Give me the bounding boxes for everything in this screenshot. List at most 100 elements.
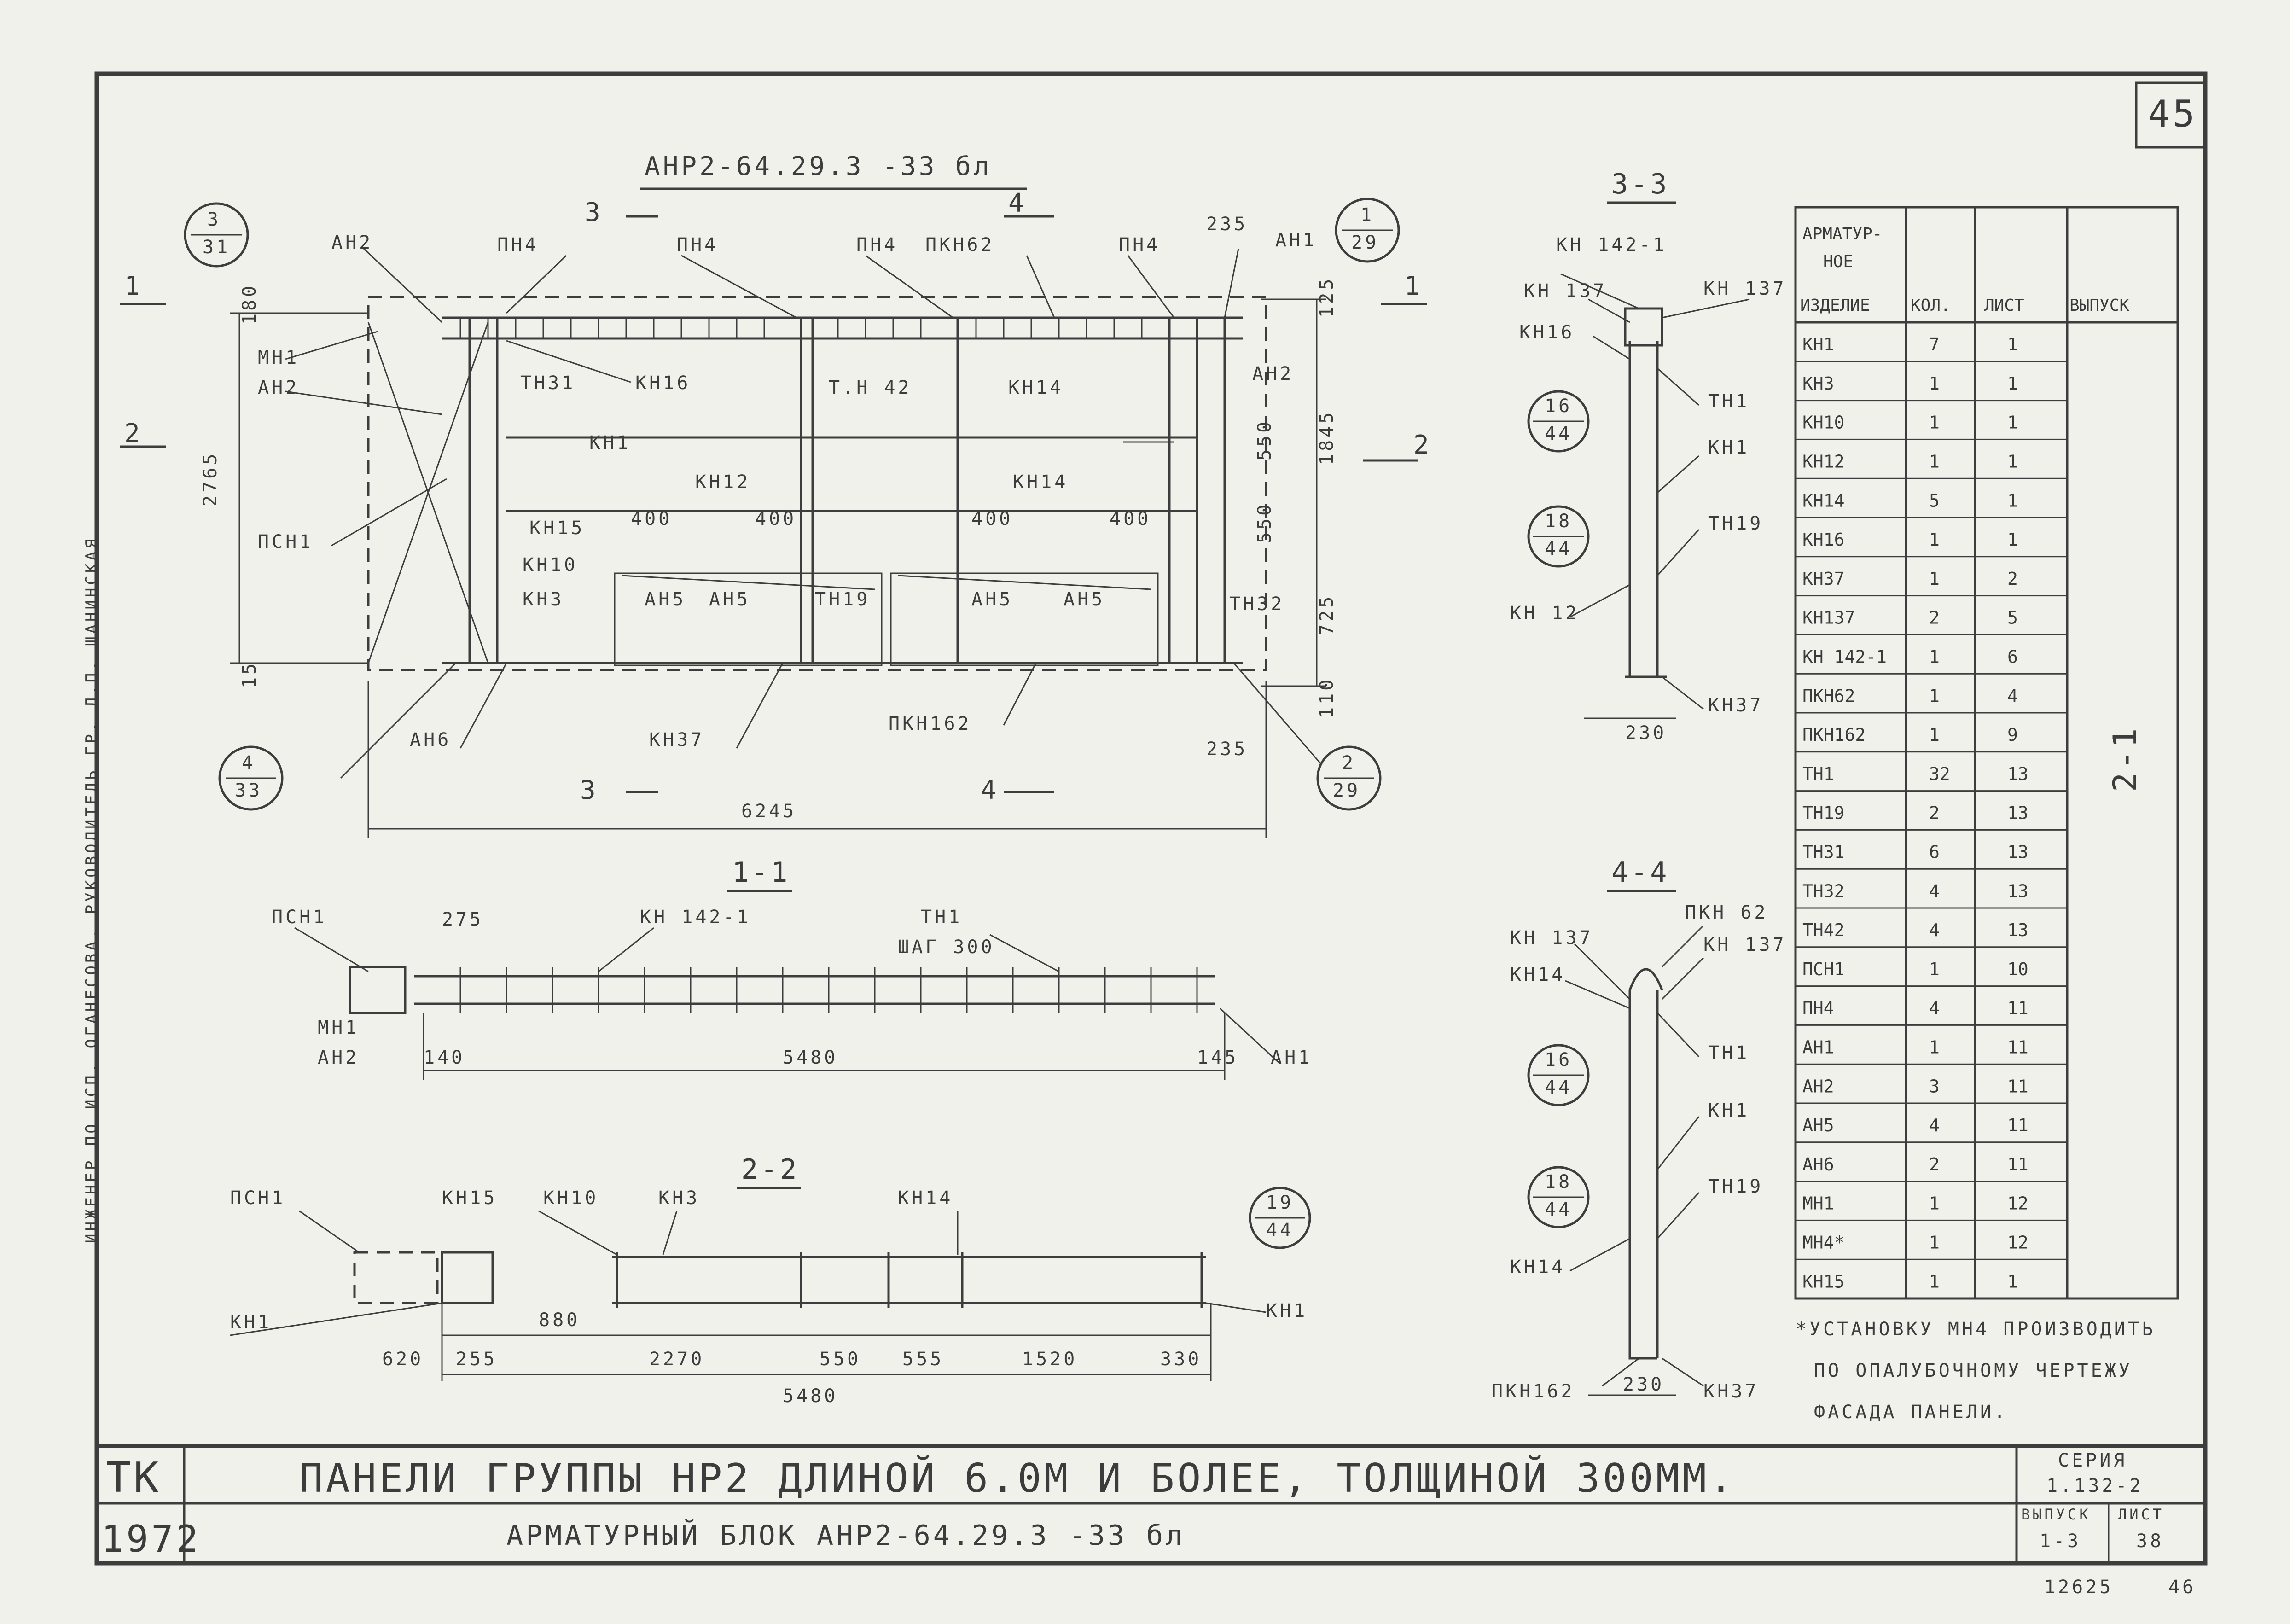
label: ПКН62 xyxy=(925,234,994,256)
section-title: 4-4 xyxy=(1611,856,1669,889)
table-cell-sheet: 10 xyxy=(2007,959,2028,979)
table-cell-item: МН4* xyxy=(1802,1232,1845,1252)
table-header: ВЫПУСК xyxy=(2069,296,2129,315)
opening-right xyxy=(890,572,1159,666)
footnote-line: ПО ОПАЛУБОЧНОМУ ЧЕРТЕЖУ xyxy=(1814,1360,2133,1381)
table-cell-item: МН1 xyxy=(1802,1193,1834,1214)
label: АН5 xyxy=(645,589,686,610)
label: АН5 xyxy=(709,589,750,610)
table-cell-qty: 3 xyxy=(1929,1076,1940,1096)
label: КН37 xyxy=(649,729,704,751)
opening-left xyxy=(614,572,883,666)
label: МН1 xyxy=(258,347,299,368)
section-1-1: 1-1 ПСН1 МН1 АН2 КН 142-1 ТН1 xyxy=(272,856,1309,1080)
label: КН3 xyxy=(523,589,564,610)
table-cell-sheet: 4 xyxy=(2007,686,2018,706)
table-cell-item: КН37 xyxy=(1802,569,1845,589)
dim: 550 xyxy=(1254,419,1275,460)
table-cell-qty: 1 xyxy=(1929,451,1940,471)
table-cell-sheet: 11 xyxy=(2007,1076,2028,1096)
table-cell-item: КН 142-1 xyxy=(1802,646,1887,667)
label: КН1 xyxy=(589,432,631,454)
table-cell-sheet: 6 xyxy=(2007,646,2018,667)
table-header: АРМАТУР- xyxy=(1802,225,1882,244)
table-cell-qty: 1 xyxy=(1929,725,1940,745)
label: КН15 xyxy=(442,1187,497,1209)
table-cell-item: КН10 xyxy=(1802,413,1845,433)
issue-label: ВЫПУСК xyxy=(2021,1506,2091,1523)
table-header: КОЛ. xyxy=(1911,296,1951,315)
label: КН1 xyxy=(230,1312,272,1333)
svg-text:44: 44 xyxy=(1545,538,1572,559)
table-cell-sheet: 1 xyxy=(2007,530,2018,550)
dim: 400 xyxy=(755,508,796,530)
table-cell-sheet: 1 xyxy=(2007,1271,2018,1292)
dim: 2270 xyxy=(649,1349,704,1370)
table-cell-item: ТН19 xyxy=(1802,803,1845,823)
table-cell-qty: 1 xyxy=(1929,569,1940,589)
svg-text:18: 18 xyxy=(1545,511,1572,532)
table-cell-item: ПКН162 xyxy=(1802,725,1866,745)
label: КН 137 xyxy=(1703,278,1787,299)
dim: 140 xyxy=(424,1047,465,1068)
label: ПКН162 xyxy=(889,713,972,734)
label: АН2 xyxy=(258,377,299,398)
svg-text:16: 16 xyxy=(1545,396,1572,417)
table-cell-item: ТН31 xyxy=(1802,842,1845,862)
label: КН14 xyxy=(1008,377,1064,398)
table-cell-sheet: 12 xyxy=(2007,1232,2028,1252)
dim: 400 xyxy=(971,508,1013,530)
title-block: ТК 1972 ПАНЕЛИ ГРУППЫ НР2 ДЛИНОЙ 6.0М И … xyxy=(94,1444,2208,1566)
table-cell-sheet: 1 xyxy=(2007,451,2018,471)
table-cell-sheet: 13 xyxy=(2007,881,2028,901)
svg-text:44: 44 xyxy=(1545,423,1572,444)
svg-text:18: 18 xyxy=(1545,1171,1572,1193)
dim: 5480 xyxy=(783,1047,838,1068)
table-cell-item: ПСН1 xyxy=(1802,959,1845,979)
section-mark: 1 xyxy=(124,271,143,301)
label: КН16 xyxy=(635,373,691,394)
table-cell-sheet: 13 xyxy=(2007,920,2028,940)
callout-2-29 xyxy=(1316,745,1382,811)
label: КН14 xyxy=(1510,964,1565,985)
table-cell-sheet: 11 xyxy=(2007,998,2028,1019)
sheet-value: 38 xyxy=(2136,1531,2164,1552)
table-header: ИЗДЕЛИЕ xyxy=(1800,296,1870,315)
table-cell-item: АН5 xyxy=(1802,1115,1834,1135)
callout-1-29 xyxy=(1335,198,1400,263)
label: КН3 xyxy=(658,1187,700,1209)
section-4-4: 4-4 16 44 18 44 КН 137 ПКН 62 КН14 КН 13… xyxy=(1492,856,1784,1402)
sheet-number-box xyxy=(2135,81,2207,149)
label: ТН1 xyxy=(1708,1042,1749,1064)
table-cell-qty: 2 xyxy=(1929,1154,1940,1175)
table-cell-item: КН1 xyxy=(1802,334,1834,355)
series-label: СЕРИЯ xyxy=(2058,1450,2127,1471)
label: ТН32 xyxy=(1229,594,1284,615)
table-header: ЛИСТ xyxy=(1984,296,2024,315)
year: 1972 xyxy=(101,1518,201,1560)
svg-text:33: 33 xyxy=(235,780,262,801)
label: ПН4 xyxy=(497,234,539,256)
table-cell-qty: 2 xyxy=(1929,608,1940,628)
section-3-3: 3-3 16 44 18 44 КН 142-1 КН 137 КН 137 К… xyxy=(1510,168,1787,744)
section-mark: 3 xyxy=(580,775,599,805)
table-cell-sheet: 11 xyxy=(2007,1115,2028,1135)
dim: 125 xyxy=(1316,276,1337,318)
table-cell-item: КН14 xyxy=(1802,490,1845,511)
main-title: АНР2-64.29.3 -33 бл xyxy=(645,151,992,181)
org-code: ТК xyxy=(106,1454,161,1502)
label: АН5 xyxy=(1064,589,1105,610)
label: КН10 xyxy=(543,1187,599,1209)
callout-19-44 xyxy=(1249,1187,1311,1249)
label: КН37 xyxy=(1708,695,1763,716)
label: МН1 xyxy=(318,1017,359,1038)
footnote-line: ФАСАДА ПАНЕЛИ. xyxy=(1814,1402,2008,1423)
table-cell-qty: 6 xyxy=(1929,842,1940,862)
dim: 145 xyxy=(1197,1047,1238,1068)
section-title: 1-1 xyxy=(732,856,790,889)
table-cell-sheet: 1 xyxy=(2007,334,2018,355)
label: КН1 xyxy=(1708,437,1749,458)
svg-text:29: 29 xyxy=(1333,780,1360,801)
table-cell-qty: 1 xyxy=(1929,1232,1940,1252)
svg-text:1: 1 xyxy=(1360,204,1374,226)
